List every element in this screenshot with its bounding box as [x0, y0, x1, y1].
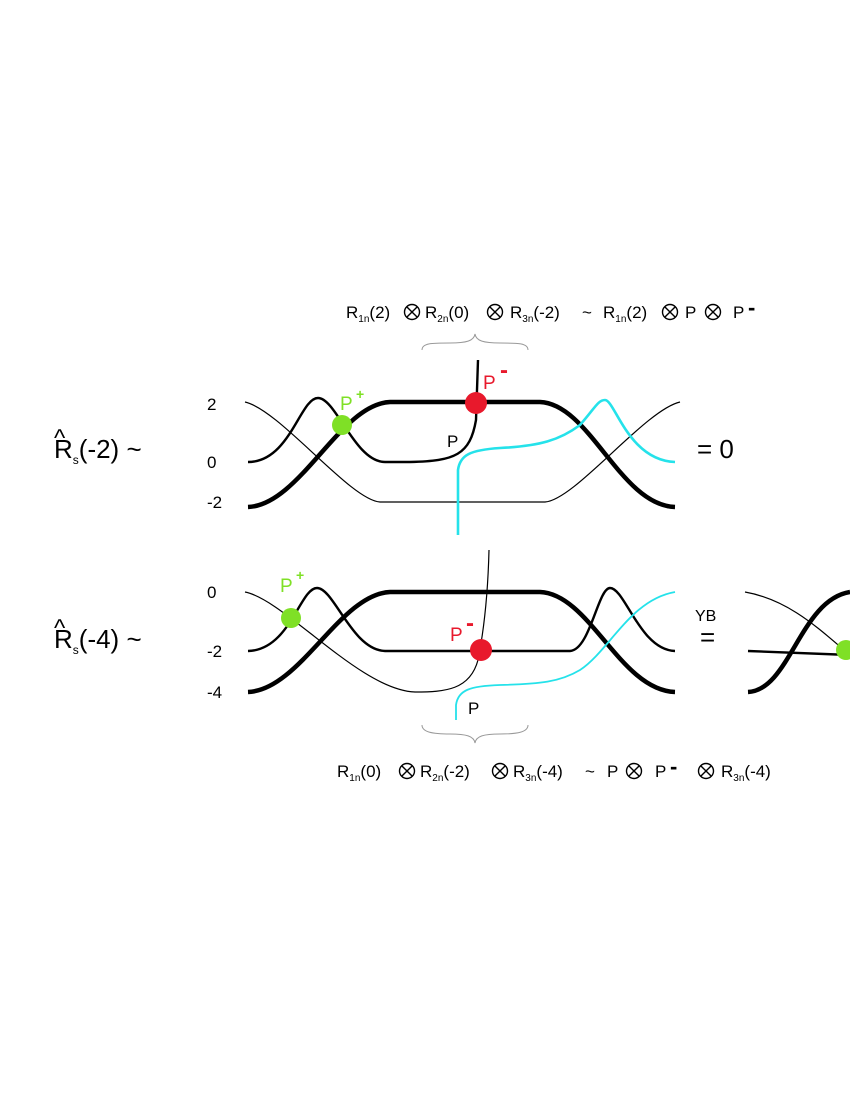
- p-plus-marker: [332, 415, 352, 435]
- tensor-product-icon: [625, 762, 643, 780]
- top-p-label: P: [447, 432, 458, 451]
- bottom-brace: [421, 724, 529, 744]
- tensor-product-icon: [704, 303, 722, 321]
- medium-strand: [247, 396, 410, 464]
- formula-r1: R: [346, 303, 358, 322]
- bottom-p-label: P: [468, 699, 479, 718]
- tick-label: 0: [207, 453, 216, 472]
- p-plus-marker: [281, 608, 301, 628]
- thick-strand: [747, 589, 850, 695]
- svg-text:R1n(2): R1n(2): [603, 303, 647, 325]
- p-minus-marker: [465, 392, 487, 414]
- medium-strand: [747, 649, 850, 657]
- svg-text:^: ^: [54, 425, 66, 452]
- tensor-product-icon: [486, 303, 504, 321]
- svg-text:Rs(-2) ~: Rs(-2) ~: [54, 434, 142, 467]
- tensor-product-icon: [697, 762, 715, 780]
- bottom-p-minus-label: P -: [450, 610, 474, 646]
- tensor-product-icon: [661, 303, 679, 321]
- bottom-formula: R1n(0) R2n(-2) R3n(-4) ~ P P - R3n(-4): [337, 754, 771, 784]
- svg-text:R3n(-4): R3n(-4): [513, 762, 563, 784]
- thin-strand: [244, 401, 681, 503]
- svg-text:R2n(0): R2n(0): [425, 303, 469, 325]
- svg-text:-: -: [466, 610, 474, 637]
- medium-strand: [247, 586, 676, 653]
- thick-strand: [247, 589, 676, 695]
- bottom-lhs: Rs(-4) ~ ^: [54, 615, 142, 657]
- tensor-product-icon: [403, 303, 421, 321]
- top-lhs: Rs(-2) ~ ^: [54, 425, 142, 467]
- svg-text:P: P: [655, 762, 666, 781]
- svg-text:-: -: [670, 754, 677, 779]
- svg-text:P: P: [733, 303, 744, 322]
- cyan-strand: [455, 591, 676, 720]
- svg-text:R1n(2): R1n(2): [346, 303, 390, 325]
- top-formula: R1n(2) R2n(0) R3n(-2) ~ R1n(2) P P -: [346, 295, 755, 325]
- tick-label: -2: [207, 642, 222, 661]
- svg-text:P: P: [607, 762, 618, 781]
- tick-label: 0: [207, 583, 216, 602]
- p-plus-marker: [836, 640, 850, 660]
- thick-strand: [247, 399, 676, 510]
- svg-text:+: +: [356, 386, 364, 402]
- tensor-product-icon: [398, 762, 416, 780]
- svg-text:R2n(-2): R2n(-2): [420, 762, 470, 784]
- yb-equals: =: [700, 622, 715, 652]
- top-p-minus-label: P -: [483, 357, 508, 394]
- bottom-tick-labels: 0 -2 -4: [207, 583, 222, 702]
- yb-label: YB: [695, 608, 716, 625]
- thin-strand: [244, 549, 490, 693]
- svg-text:-: -: [748, 295, 755, 320]
- svg-text:P: P: [280, 576, 293, 597]
- svg-text:^: ^: [54, 615, 66, 642]
- p-minus-marker: [470, 639, 492, 661]
- svg-text:-: -: [500, 357, 508, 384]
- svg-text:R3n(-2): R3n(-2): [510, 303, 560, 325]
- tick-label: -2: [207, 493, 222, 512]
- top-tick-labels: 2 0 -2: [207, 395, 222, 512]
- svg-text:P: P: [685, 303, 696, 322]
- svg-text:~: ~: [585, 762, 595, 781]
- svg-text:P: P: [483, 373, 496, 394]
- svg-text:P: P: [450, 625, 463, 646]
- tensor-product-icon: [491, 762, 509, 780]
- p-curve: [409, 359, 480, 464]
- top-equals-zero: = 0: [697, 434, 734, 464]
- svg-text:~: ~: [582, 303, 592, 322]
- svg-text:P: P: [340, 394, 353, 415]
- top-brace: [421, 333, 529, 351]
- svg-text:Rs(-4) ~: Rs(-4) ~: [54, 624, 142, 657]
- bottom-p-plus-label: P +: [280, 567, 304, 597]
- tick-label: -4: [207, 683, 222, 702]
- cyan-strand: [456, 398, 676, 535]
- tick-label: 2: [207, 395, 216, 414]
- svg-text:R3n(-4): R3n(-4): [721, 762, 771, 784]
- top-p-plus-label: P +: [340, 386, 364, 415]
- svg-text:+: +: [296, 567, 304, 583]
- svg-text:R1n(0): R1n(0): [337, 762, 381, 784]
